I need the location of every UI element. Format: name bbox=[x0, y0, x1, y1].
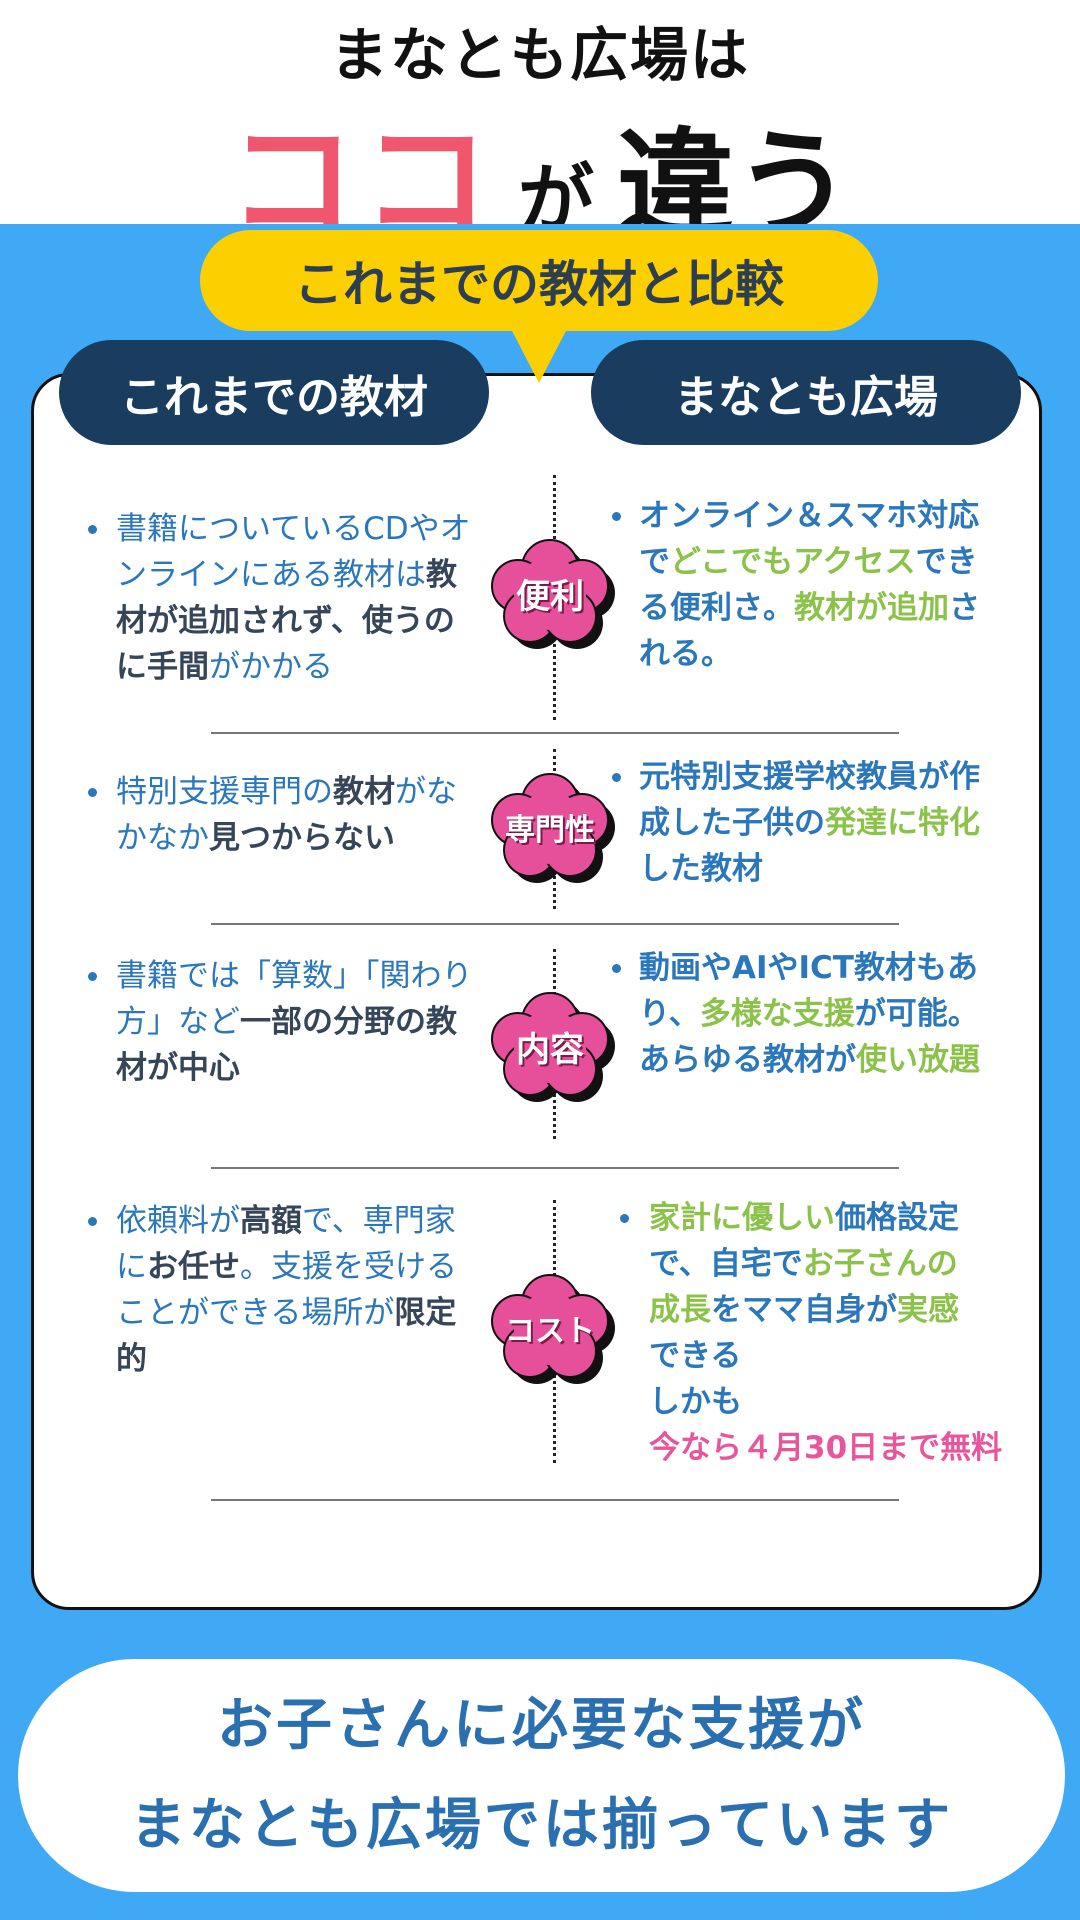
content-right-text: 動画やAIやICT教材もあ り、多様な支援が可能。 あらゆる教材が使い放題 bbox=[639, 945, 980, 1083]
text-segment-blue: 特別支援専門の bbox=[116, 774, 333, 810]
text-segment-dark: 見つからない bbox=[209, 820, 395, 856]
row-divider bbox=[211, 732, 899, 734]
comparison-banner: これまでの教材と比較 bbox=[200, 230, 878, 331]
text-segment-dark: お任せ bbox=[147, 1249, 240, 1285]
text-segment-blue: が可能。 あらゆる教材が bbox=[639, 996, 979, 1078]
text-segment-green: 使い放題 bbox=[856, 1042, 980, 1078]
text-segment-blue: 動画やAIやICT教材もあ り、 bbox=[639, 950, 978, 1032]
text-segment-green: 発達に特化 bbox=[825, 805, 980, 841]
text-segment-blue: をママ自身が bbox=[711, 1292, 897, 1328]
page-title-line1: まなとも広場は bbox=[329, 21, 750, 89]
row-divider bbox=[211, 923, 899, 925]
footer-message: お子さんに必要な支援が まなとも広場では揃っています bbox=[18, 1659, 1065, 1892]
text-segment-blue: した教材 bbox=[639, 851, 763, 887]
text-segment-dark: 教 材が追加されず、使うの に手間 bbox=[116, 557, 457, 685]
text-segment-blue: 書籍についているCDやオ ンラインにある教材は bbox=[116, 511, 471, 593]
text-segment-dark: 限定 的 bbox=[116, 1295, 457, 1377]
bullet-icon bbox=[88, 1217, 97, 1226]
text-segment-blue: できる しかも bbox=[649, 1338, 742, 1420]
content-cloud-badge: 内容 bbox=[488, 991, 622, 1109]
cloud-icon bbox=[491, 773, 615, 883]
text-segment-blue: さ れる。 bbox=[639, 590, 980, 672]
footer-line1: お子さんに必要な支援が bbox=[217, 1692, 866, 1758]
banner-pointer bbox=[509, 325, 569, 383]
text-segment-dark: 教材 bbox=[333, 774, 395, 810]
text-segment-blue: で、専門家 に bbox=[116, 1203, 456, 1285]
cost-right-text: 家計に優しい価格設定 で、自宅でお子さんの 成長をママ自身が実感 できる しかも… bbox=[649, 1195, 1002, 1471]
text-segment-blue: がな かなか bbox=[116, 774, 457, 856]
bullet-icon bbox=[612, 512, 621, 521]
text-segment-blue: がかかる bbox=[209, 649, 333, 685]
content-left-text: 書籍では「算数」「関わり 方」など一部の分野の教 材が中心 bbox=[116, 953, 473, 1091]
cost-cloud-badge: コスト bbox=[488, 1273, 622, 1391]
text-segment-green: 多様な支援 bbox=[699, 996, 855, 1032]
column-header-manatomo: まなとも広場 bbox=[591, 340, 1021, 445]
text-segment-dark: 高額 bbox=[240, 1203, 302, 1239]
bullet-icon bbox=[88, 972, 97, 981]
row-divider bbox=[211, 1167, 899, 1169]
text-segment-green: どこでもアクセス bbox=[670, 544, 916, 580]
text-segment-green: 家計に優しい bbox=[649, 1200, 835, 1236]
text-segment-pink: 今なら４月30日まで無料 bbox=[649, 1430, 1003, 1466]
cloud-label: 便利 bbox=[516, 576, 584, 617]
bullet-icon bbox=[612, 964, 621, 973]
convenience-cloud-badge: 便利 bbox=[488, 538, 622, 656]
footer-line2: まなとも広場では揃っています bbox=[129, 1792, 954, 1858]
bullet-icon bbox=[88, 788, 97, 797]
text-segment-blue: 依頼料が bbox=[116, 1203, 240, 1239]
cloud-icon bbox=[491, 1274, 615, 1384]
text-segment-blue: 。支援を受ける ことができる場所が bbox=[116, 1249, 457, 1331]
cloud-label: 内容 bbox=[516, 1029, 584, 1070]
text-segment-green: 実感 bbox=[897, 1292, 959, 1328]
text-segment-blue: オンライン＆スマホ対応 で bbox=[639, 498, 980, 580]
convenience-left-text: 書籍についているCDやオ ンラインにある教材は教 材が追加されず、使うの に手間… bbox=[116, 506, 471, 690]
expertise-cloud-badge: 専門性 bbox=[488, 772, 622, 890]
convenience-right-text: オンライン＆スマホ対応 でどこでもアクセスでき る便利さ。教材が追加さ れる。 bbox=[639, 493, 980, 677]
text-segment-blue: でき る便利さ。 bbox=[639, 544, 978, 626]
cost-left-text: 依頼料が高額で、専門家 にお任せ。支援を受ける ことができる場所が限定 的 bbox=[116, 1198, 457, 1382]
text-segment-green: お子さんの 成長 bbox=[649, 1246, 958, 1328]
column-header-conventional: これまでの教材 bbox=[59, 340, 489, 445]
expertise-left-text: 特別支援専門の教材がな かなか見つからない bbox=[116, 769, 457, 861]
text-segment-dark: 一部の分野の教 材が中心 bbox=[116, 1004, 457, 1086]
expertise-right-text: 元特別支援学校教員が作 成した子供の発達に特化 した教材 bbox=[639, 754, 980, 892]
text-segment-blue: 書籍では「算数」「関わり 方」など bbox=[116, 958, 473, 1040]
text-segment-green: 教材が追加 bbox=[794, 590, 949, 626]
cloud-label: コスト bbox=[505, 1314, 595, 1349]
bullet-icon bbox=[612, 773, 621, 782]
cloud-icon bbox=[491, 992, 615, 1102]
row-divider bbox=[211, 1499, 899, 1501]
text-segment-blue: 元特別支援学校教員が作 成した子供の bbox=[639, 759, 980, 841]
cloud-icon bbox=[491, 539, 615, 649]
cloud-label: 専門性 bbox=[505, 813, 595, 848]
bullet-icon bbox=[88, 525, 97, 534]
text-segment-blue: 価格設定 で、自宅で bbox=[649, 1200, 959, 1282]
bullet-icon bbox=[620, 1214, 629, 1223]
